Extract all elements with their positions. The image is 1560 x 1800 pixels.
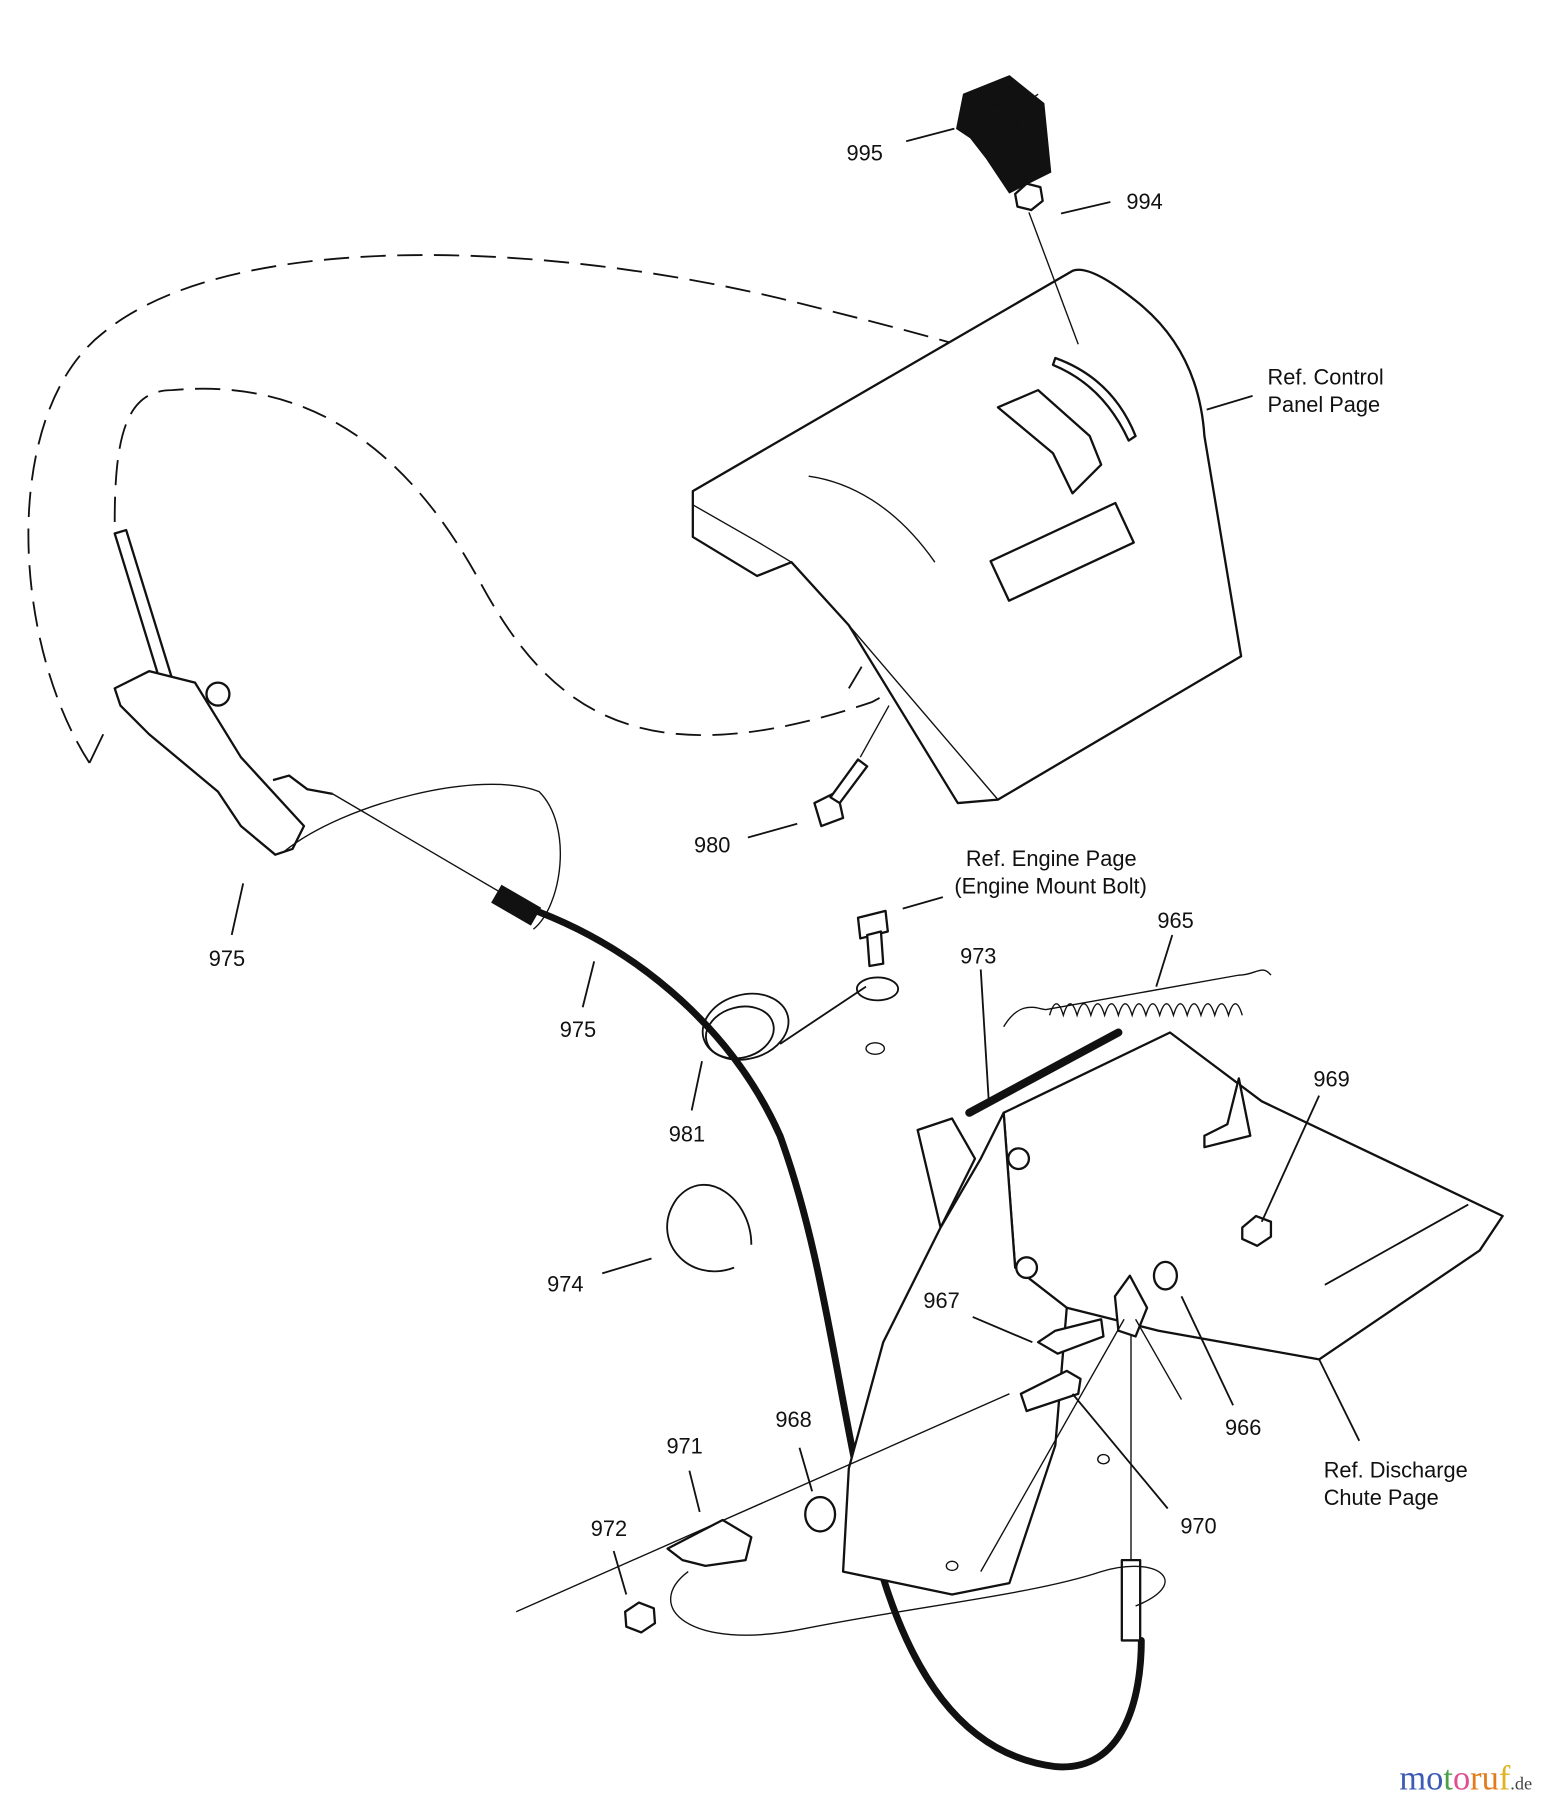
- wm-o2: o: [1453, 1760, 1470, 1798]
- label-974: 974: [547, 1272, 583, 1297]
- engine-mount-bolt: [855, 909, 900, 1055]
- washer-968: [804, 1495, 837, 1533]
- cable-route-outer: [27, 254, 1056, 764]
- wm-f: f: [1499, 1760, 1511, 1798]
- bolt-970: [1019, 1369, 1082, 1413]
- label-967: 967: [923, 1288, 959, 1313]
- label-975-cable: 975: [560, 1017, 596, 1042]
- ref-discharge-line2: Chute Page: [1324, 1485, 1439, 1510]
- label-975-bracket: 975: [209, 946, 245, 971]
- label-972: 972: [591, 1516, 627, 1541]
- label-994: 994: [1126, 189, 1162, 214]
- hex-nut-972: [624, 1601, 657, 1634]
- label-973: 973: [960, 944, 996, 969]
- cable-clip-981: [701, 985, 867, 1061]
- control-panel: [691, 268, 1243, 805]
- ref-engine-line2: (Engine Mount Bolt): [954, 874, 1147, 899]
- hex-nut: [1014, 182, 1044, 212]
- discharge-chute: [841, 1031, 1504, 1596]
- label-971: 971: [666, 1433, 702, 1458]
- washer-966: [1152, 1260, 1179, 1291]
- cable-ferrule: [491, 884, 542, 926]
- ref-control-panel-line2: Panel Page: [1268, 392, 1381, 417]
- spring: [1003, 969, 1272, 1028]
- label-970: 970: [1180, 1514, 1216, 1539]
- wm-t: t: [1443, 1760, 1453, 1798]
- hex-nut-969: [1241, 1214, 1273, 1247]
- wm-o1: o: [1426, 1760, 1443, 1798]
- wm-r: r: [1470, 1760, 1482, 1798]
- shift-lever-bracket: [113, 528, 306, 856]
- shift-knob: [956, 75, 1052, 194]
- rod: [965, 1028, 1123, 1117]
- shift-rod-z: [272, 774, 333, 796]
- wm-suffix: .de: [1510, 1774, 1532, 1794]
- bolt-980: [813, 705, 890, 828]
- label-981: 981: [669, 1121, 705, 1146]
- label-968: 968: [775, 1407, 811, 1432]
- label-969: 969: [1313, 1066, 1349, 1091]
- label-980: 980: [694, 832, 730, 857]
- label-966: 966: [1225, 1415, 1261, 1440]
- leader-lines: [230, 127, 1361, 1595]
- ref-discharge-line1: Ref. Discharge: [1324, 1458, 1468, 1483]
- motoruf-watermark: motoruf.de: [1399, 1760, 1532, 1798]
- bolt-967: [1036, 1318, 1105, 1355]
- label-995: 995: [847, 141, 883, 166]
- cable-end-fitting: [1120, 1558, 1142, 1642]
- label-965: 965: [1157, 908, 1193, 933]
- clip-971: [666, 1518, 753, 1568]
- wm-m: m: [1399, 1760, 1426, 1798]
- ref-engine-line1: Ref. Engine Page: [966, 846, 1137, 871]
- ref-control-panel-line1: Ref. Control: [1268, 364, 1384, 389]
- retaining-ring-974: [666, 1184, 753, 1273]
- wm-u: u: [1482, 1760, 1499, 1798]
